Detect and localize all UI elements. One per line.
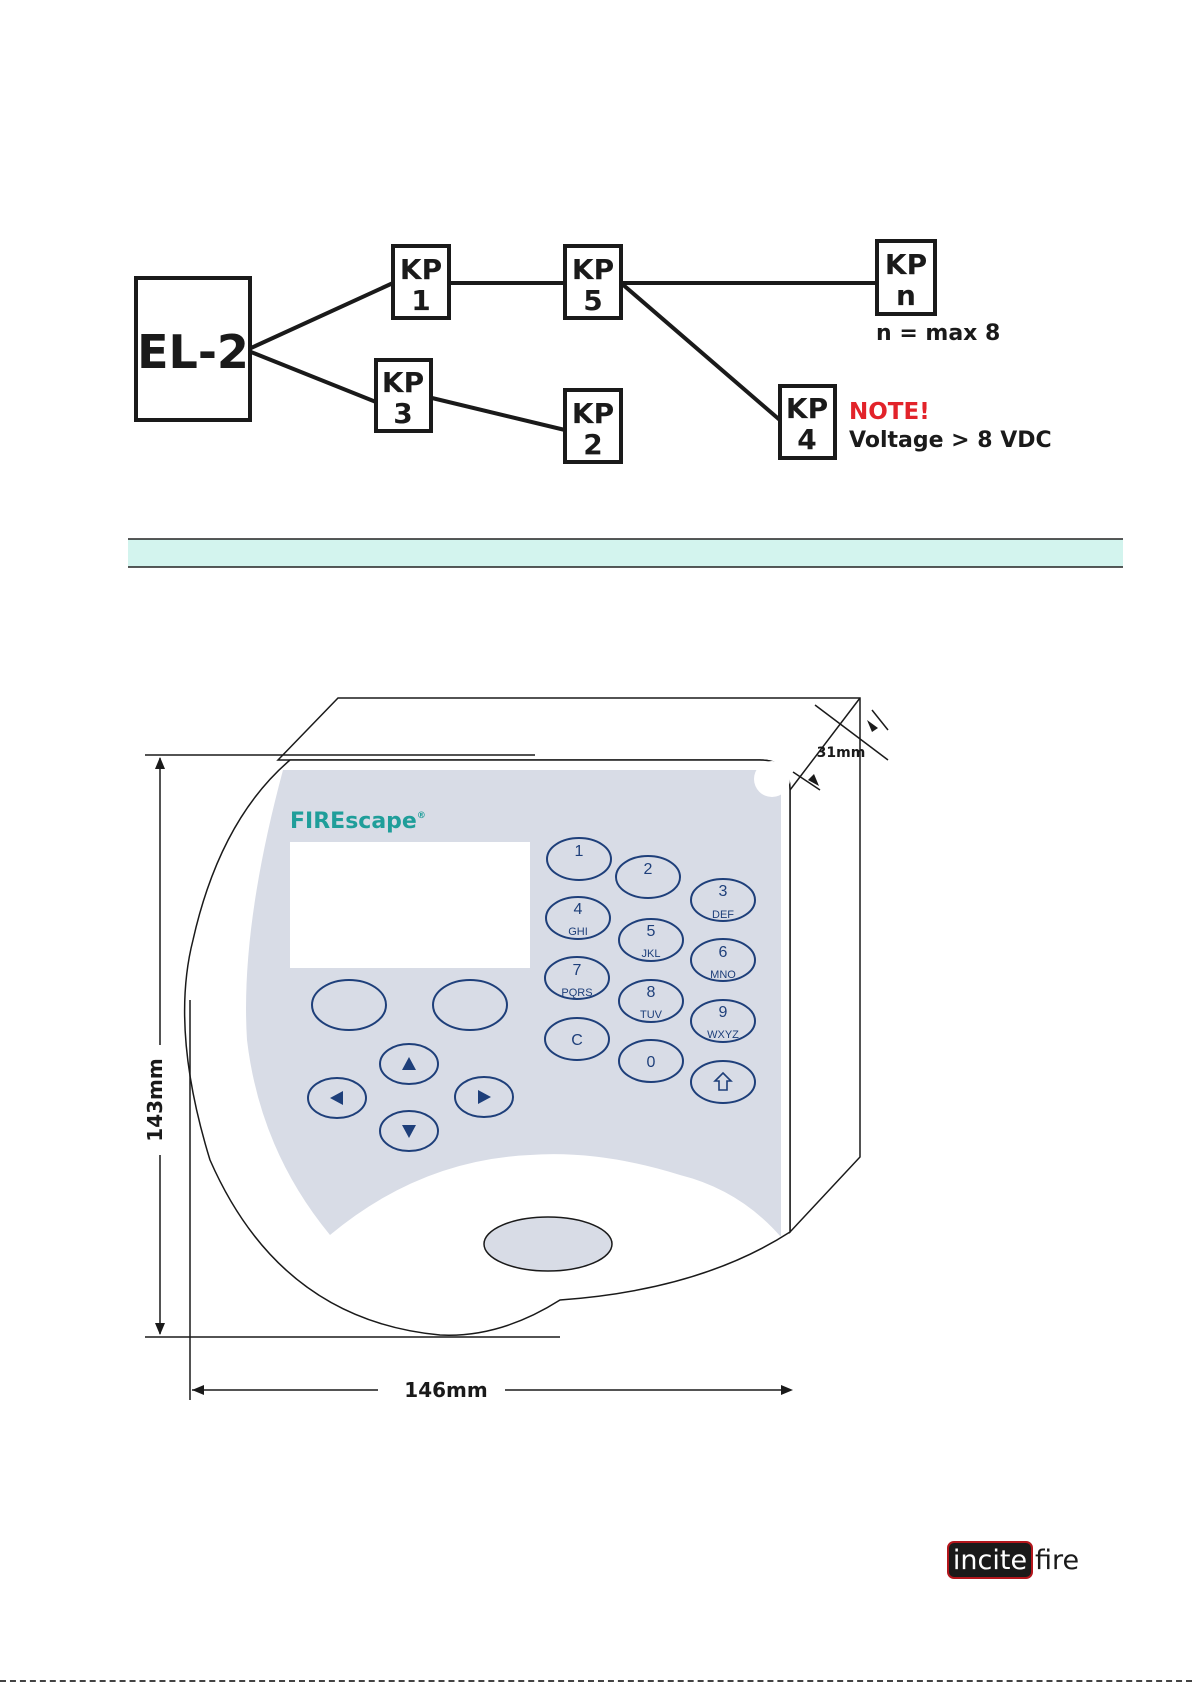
arrow-up-button[interactable] xyxy=(380,1044,438,1084)
page-bottom-border xyxy=(0,1680,1192,1682)
key-0-label: 0 xyxy=(647,1054,656,1071)
key-5-label: 5 xyxy=(647,923,656,940)
key-3-sublabel: DEF xyxy=(712,909,734,921)
node-number: 1 xyxy=(411,284,430,317)
key-4-label: 4 xyxy=(574,901,583,918)
key-c-button[interactable]: C xyxy=(545,1018,609,1060)
key-3-button[interactable]: 3 DEF xyxy=(691,879,755,921)
key-4-sublabel: GHI xyxy=(568,926,588,938)
key-6-label: 6 xyxy=(719,944,728,961)
width-dimension: 146mm xyxy=(404,1378,487,1402)
key-9-label: 9 xyxy=(719,1004,728,1021)
key-6-button[interactable]: 6 MNO xyxy=(691,939,755,981)
depth-dimension: 31mm xyxy=(817,745,866,761)
key-0-button[interactable]: 0 xyxy=(619,1040,683,1082)
key-7-sublabel: PQRS xyxy=(561,987,592,999)
lcd-display xyxy=(290,842,530,968)
keypad-node-n: KP n xyxy=(877,241,935,314)
keypad-node-1: KP 1 xyxy=(393,246,449,318)
wire-kp3-kp2 xyxy=(432,398,565,430)
keypad-node-3: KP 3 xyxy=(376,360,431,431)
key-7-button[interactable]: 7 PQRS xyxy=(545,957,609,999)
keypad-node-2: KP 2 xyxy=(565,390,621,462)
node-kp-label: KP xyxy=(786,392,828,425)
logo-fire: fire xyxy=(1035,1545,1079,1576)
max-nodes-note: n = max 8 xyxy=(876,321,1000,346)
key-1-label: 1 xyxy=(575,843,584,860)
softkey-left-button[interactable] xyxy=(312,980,386,1030)
node-number: 4 xyxy=(797,423,816,456)
wire-el2-kp3 xyxy=(251,352,376,402)
key-8-sublabel: TUV xyxy=(640,1009,663,1021)
node-kp-label: KP xyxy=(885,248,927,281)
keypad-drawing: FIREscape® 1 2 xyxy=(143,698,888,1402)
key-8-button[interactable]: 8 TUV xyxy=(619,980,683,1022)
incite-fire-logo: incite fire xyxy=(948,1542,1079,1578)
note-text: Voltage > 8 VDC xyxy=(849,428,1052,453)
key-9-sublabel: WXYZ xyxy=(707,1029,739,1041)
key-7-label: 7 xyxy=(573,962,582,979)
key-3-label: 3 xyxy=(719,883,728,900)
key-5-sublabel: JKL xyxy=(642,948,661,960)
brand-logo: FIREscape® xyxy=(290,809,426,834)
brand-mark: ® xyxy=(417,811,426,821)
wiring-diagram: EL-2 KP 1 KP 5 KP n n = max 8 KP 3 xyxy=(136,241,1052,462)
key-2-button[interactable]: 2 xyxy=(616,856,680,898)
arrow-left-button[interactable] xyxy=(308,1078,366,1118)
brand-fire: FIRE xyxy=(290,809,345,834)
node-kp-label: KP xyxy=(572,397,614,430)
node-number: 3 xyxy=(393,397,412,430)
node-number: 2 xyxy=(583,428,602,461)
node-number: 5 xyxy=(583,284,602,317)
key-c-label: C xyxy=(571,1032,583,1049)
section-band xyxy=(128,539,1123,567)
key-2-label: 2 xyxy=(644,861,653,878)
node-number: n xyxy=(896,279,916,312)
shift-button[interactable] xyxy=(691,1061,755,1103)
node-kp-label: KP xyxy=(382,366,424,399)
arrow-right-button[interactable] xyxy=(455,1077,513,1117)
wire-el2-kp1 xyxy=(251,283,393,348)
node-kp-label: KP xyxy=(572,253,614,286)
arrow-down-button[interactable] xyxy=(380,1111,438,1151)
wire-kp5-kp4 xyxy=(621,283,781,421)
keypad-node-5: KP 5 xyxy=(565,246,621,318)
softkey-right-button[interactable] xyxy=(433,980,507,1030)
key-5-button[interactable]: 5 JKL xyxy=(619,919,683,961)
logo-incite: incite xyxy=(953,1545,1027,1576)
note-title: NOTE! xyxy=(849,399,930,425)
reader-pad[interactable] xyxy=(484,1217,612,1271)
key-1-button[interactable]: 1 xyxy=(547,838,611,880)
key-8-label: 8 xyxy=(647,984,656,1001)
height-dimension: 143mm xyxy=(143,1058,167,1141)
keypad-node-4: KP 4 xyxy=(780,386,835,458)
key-9-button[interactable]: 9 WXYZ xyxy=(691,1000,755,1042)
corner-notch xyxy=(754,761,790,797)
key-4-button[interactable]: 4 GHI xyxy=(546,897,610,939)
key-6-sublabel: MNO xyxy=(710,969,736,981)
node-kp-label: KP xyxy=(400,253,442,286)
brand-scape: scape xyxy=(345,809,417,834)
controller-label: EL-2 xyxy=(137,325,249,379)
